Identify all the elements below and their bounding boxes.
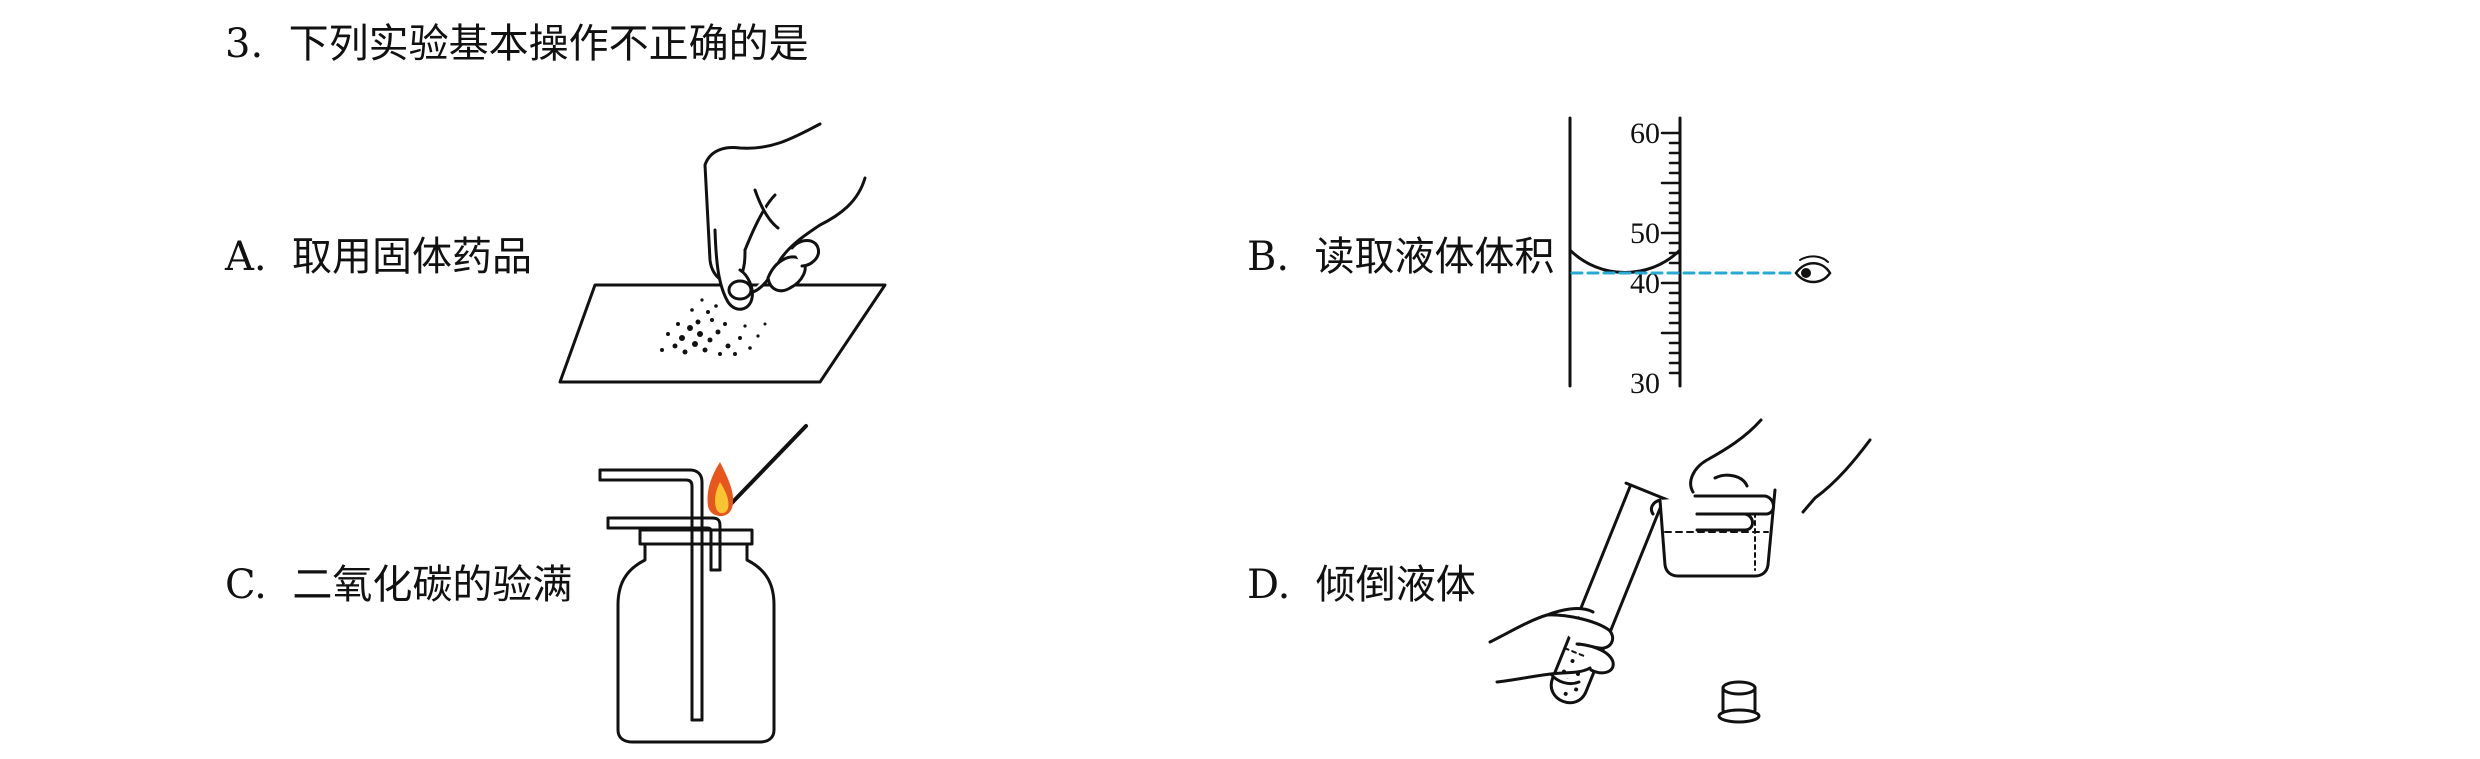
wooden-match	[723, 424, 808, 512]
gas-bottle	[616, 540, 776, 744]
weighing-paper	[558, 283, 887, 384]
figure-a-solid-reagent	[558, 122, 887, 384]
question-number: 3.	[225, 21, 264, 67]
test-tube	[1549, 481, 1671, 705]
eye-icon	[1794, 255, 1832, 284]
meniscus	[1568, 248, 1682, 274]
option-c-letter: C.	[225, 562, 267, 608]
question-text: 下列实验基本操作不正确的是	[288, 21, 809, 67]
stopper-icon	[1717, 680, 1761, 724]
short-delivery-tube	[606, 516, 722, 572]
hand-icon	[703, 122, 867, 311]
option-d-text: 倾倒液体	[1315, 562, 1476, 608]
figure-d-pour-liquid	[1488, 418, 1872, 724]
question-stem: 3. 下列实验基本操作不正确的是	[225, 24, 809, 64]
option-d-letter: D.	[1247, 562, 1291, 608]
tick-label-50: 50	[1630, 217, 1660, 250]
option-b: B. 读取液体体积	[1247, 237, 1555, 277]
holding-hand-icon	[1488, 607, 1615, 686]
option-a: A. 取用固体药品	[225, 237, 532, 277]
option-b-text: 读取液体体积	[1314, 234, 1555, 280]
long-delivery-tube	[598, 468, 704, 722]
option-a-letter: A.	[225, 234, 267, 280]
figure-c-co2-full-test	[598, 424, 808, 744]
option-a-text: 取用固体药品	[292, 234, 533, 280]
tick-label-30: 30	[1630, 367, 1660, 400]
option-b-letter: B.	[1247, 234, 1290, 280]
hand-icon	[1689, 418, 1872, 532]
powder-pile	[660, 298, 767, 356]
tick-label-60: 60	[1630, 117, 1660, 150]
option-d: D. 倾倒液体	[1247, 565, 1476, 605]
figure-b-read-volume: 60 50 40 30	[1568, 116, 1832, 400]
bottle-stopper	[638, 528, 754, 546]
option-c-text: 二氧化碳的验满	[292, 562, 573, 608]
option-c: C. 二氧化碳的验满	[225, 565, 572, 605]
